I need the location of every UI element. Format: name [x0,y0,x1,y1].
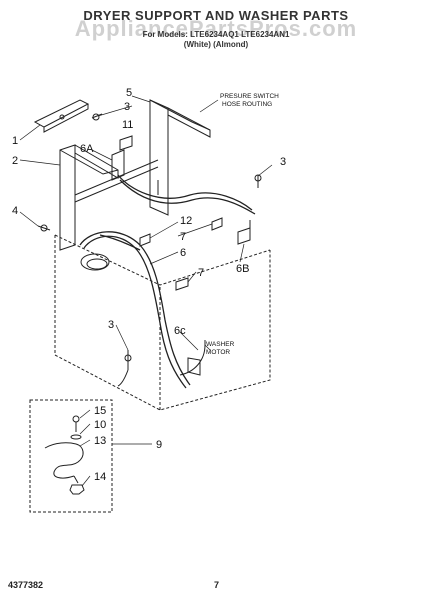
cabinet-outline [54,234,271,411]
color-line: (White) (Almond) [183,40,249,49]
note-hose-routing: HOSE ROUTING [222,101,272,108]
callout-5: 5 [126,87,132,99]
callout-3a: 3 [124,101,130,113]
callout-6a: 6A [80,143,94,155]
callout-15: 15 [94,405,106,417]
screw-4 [37,224,51,232]
callout-13: 13 [94,435,106,447]
page-title: DRYER SUPPORT AND WASHER PARTS [83,8,349,23]
callout-6c: 6c [174,325,186,337]
ground-kit-inset [29,399,152,513]
callout-3b: 3 [280,156,286,168]
callout-12: 12 [180,215,192,227]
part-6b-connector [237,227,251,245]
callout-1: 1 [12,135,18,147]
callout-2: 2 [12,155,18,167]
part-6a-connector [111,149,125,181]
part-12-clip [139,233,151,247]
note-motor: MOTOR [206,349,230,356]
screw-3-bottom [124,350,132,370]
screw-3-right [254,174,262,188]
part-7-clip-b [175,277,189,291]
callout-7a: 7 [180,231,186,243]
part-7-clip-a [211,217,223,231]
part-6c-harness [179,340,206,376]
callout-14: 14 [94,471,106,483]
callout-3c: 3 [108,319,114,331]
part-2-support [59,144,76,251]
callout-6b: 6B [236,263,249,275]
watermark-text: AppliancePartsPros.com [74,16,358,41]
harness-coil [80,253,110,271]
callout-9: 9 [156,439,162,451]
model-line: For Models: LTE6234AQ1 LTE6234AN1 [142,30,290,39]
callout-11: 11 [122,119,133,131]
note-pressure-switch: PRESURE SWITCH [220,93,279,100]
note-washer: WASHER [206,341,235,348]
callout-4: 4 [12,205,18,217]
callout-7b: 7 [198,267,204,279]
screw-3-top [91,113,103,121]
callout-10: 10 [94,419,106,431]
part-5-support [149,99,169,216]
callout-6: 6 [180,247,186,259]
wire-harness-6 [79,174,256,389]
part-number: 4377382 [8,580,44,590]
page-number: 7 [214,580,220,590]
part-11-clip [119,135,133,151]
